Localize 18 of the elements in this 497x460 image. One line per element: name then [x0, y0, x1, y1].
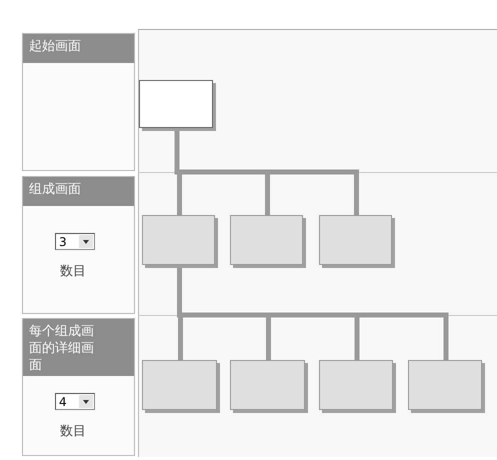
screen-box	[408, 360, 482, 410]
screen-box	[230, 360, 305, 410]
dropdown: 3	[55, 233, 95, 250]
screen-box	[139, 80, 213, 128]
panel-heading: 起始画面	[23, 34, 134, 63]
screen-box	[142, 360, 217, 410]
panel	[22, 33, 135, 171]
panel	[22, 318, 135, 456]
panel-heading: 每个组成画面的详细画面	[23, 319, 134, 376]
panel	[22, 176, 135, 314]
count-label: 数目	[60, 263, 86, 280]
dropdown: 4	[55, 393, 95, 410]
panel-heading: 组成画面	[23, 177, 134, 206]
screen-box	[319, 360, 393, 410]
count-label: 数目	[60, 423, 86, 440]
screen-box	[230, 215, 303, 265]
screen-box	[142, 215, 215, 265]
screen-box	[319, 215, 392, 265]
